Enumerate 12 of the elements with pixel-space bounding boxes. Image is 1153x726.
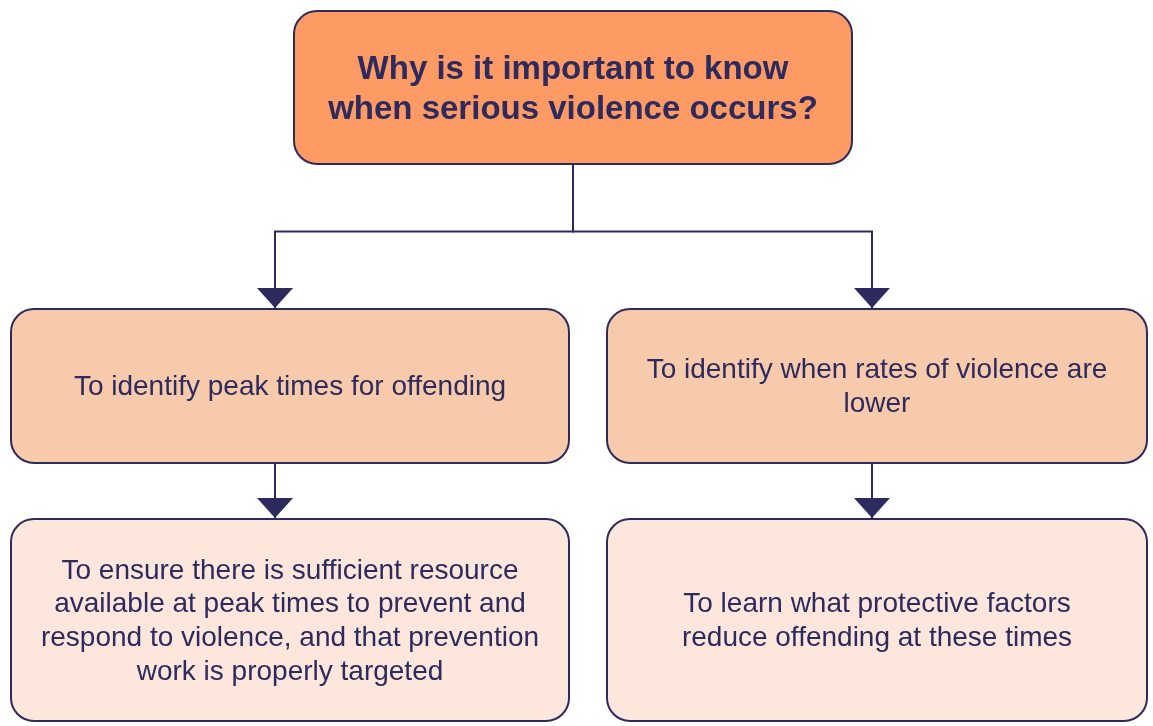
box-text: To learn what protective factors reduce offending at these times xyxy=(680,586,1074,654)
answer-box xyxy=(606,308,1148,464)
connector-arrow xyxy=(854,463,890,519)
answer-box xyxy=(10,308,570,464)
question-box xyxy=(293,10,853,165)
box-text: To identify when rates of violence are lower xyxy=(645,352,1109,420)
answer-box xyxy=(10,518,570,722)
answer-box xyxy=(606,518,1148,722)
box-text: To identify peak times for offending xyxy=(73,369,507,403)
connector-arrow xyxy=(257,463,293,519)
box-text: To ensure there is sufficient resource available at peak times to prevent and respond to violence, and that prevention work is properly targeted xyxy=(39,552,541,688)
box-text: Why is it important to know when serious violence occurs? xyxy=(327,47,819,128)
